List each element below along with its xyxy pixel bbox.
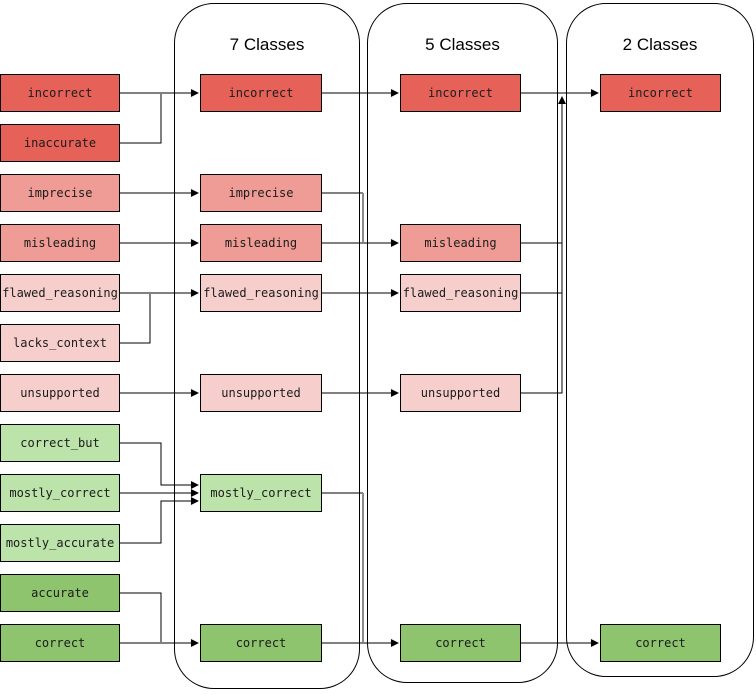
node-label: inaccurate bbox=[23, 136, 97, 150]
node-src-mostly_correct: mostly_correct bbox=[0, 474, 120, 512]
node-src-incorrect: incorrect bbox=[0, 74, 120, 112]
node-c5-incorrect: incorrect bbox=[400, 74, 521, 112]
node-label: unsupported bbox=[420, 386, 501, 400]
node-c7-incorrect: incorrect bbox=[200, 74, 322, 112]
node-label: misleading bbox=[224, 236, 298, 250]
node-label: flawed_reasoning bbox=[2, 286, 118, 300]
node-label: mostly_correct bbox=[9, 486, 111, 500]
edge-src-inaccurate--c7-incorrect bbox=[120, 94, 162, 144]
container-title-5-classes: 5 Classes bbox=[425, 35, 500, 54]
node-label: incorrect bbox=[627, 86, 694, 100]
node-c7-misleading: misleading bbox=[200, 224, 322, 262]
node-label: misleading bbox=[424, 236, 497, 250]
node-src-correct: correct bbox=[0, 624, 120, 662]
node-src-lacks_context: lacks_context bbox=[0, 324, 120, 362]
node-label: flawed_reasoning bbox=[203, 286, 319, 300]
node-src-imprecise: imprecise bbox=[0, 174, 120, 212]
node-src-correct_but: correct_but bbox=[0, 424, 120, 462]
node-label: mostly_accurate bbox=[5, 536, 115, 550]
container-2-classes: 2 Classes bbox=[566, 3, 754, 677]
node-c7-flawed_reasoning: flawed_reasoning bbox=[200, 274, 322, 312]
node-label: mostly_correct bbox=[210, 486, 312, 500]
node-c5-misleading: misleading bbox=[400, 224, 521, 262]
container-title-2-classes: 2 Classes bbox=[622, 35, 698, 54]
node-label: misleading bbox=[23, 236, 97, 250]
node-src-unsupported: unsupported bbox=[0, 374, 120, 412]
node-label: correct bbox=[435, 636, 486, 650]
node-src-accurate: accurate bbox=[0, 574, 120, 612]
node-c5-correct: correct bbox=[400, 624, 521, 662]
node-src-mostly_accurate: mostly_accurate bbox=[0, 524, 120, 562]
edge-src-accurate--c7-correct bbox=[120, 592, 162, 642]
node-c7-mostly_correct: mostly_correct bbox=[200, 474, 322, 512]
node-label: flawed_reasoning bbox=[402, 286, 519, 300]
container-7-classes: 7 Classes bbox=[174, 3, 360, 689]
node-src-inaccurate: inaccurate bbox=[0, 124, 120, 162]
node-label: correct bbox=[34, 636, 86, 650]
node-label: imprecise bbox=[27, 186, 93, 200]
node-c5-unsupported: unsupported bbox=[400, 374, 521, 412]
node-label: correct bbox=[235, 636, 287, 650]
node-label: correct_but bbox=[20, 436, 100, 450]
node-c2-incorrect: incorrect bbox=[600, 74, 721, 112]
node-c2-correct: correct bbox=[600, 624, 721, 662]
node-src-misleading: misleading bbox=[0, 224, 120, 262]
edge-src-lacks_context--c7-flawed_reasoning bbox=[120, 294, 151, 344]
node-label: correct bbox=[635, 636, 686, 650]
node-c7-unsupported: unsupported bbox=[200, 374, 322, 412]
node-c7-imprecise: imprecise bbox=[200, 174, 322, 212]
node-src-flawed_reasoning: flawed_reasoning bbox=[0, 274, 120, 312]
node-label: unsupported bbox=[221, 386, 301, 400]
node-label: incorrect bbox=[427, 86, 494, 100]
node-label: incorrect bbox=[27, 86, 93, 100]
node-label: incorrect bbox=[228, 86, 294, 100]
node-label: lacks_context bbox=[13, 336, 107, 350]
node-label: unsupported bbox=[20, 386, 100, 400]
node-label: imprecise bbox=[228, 186, 294, 200]
node-c7-correct: correct bbox=[200, 624, 322, 662]
container-title-7-classes: 7 Classes bbox=[229, 35, 305, 54]
node-label: accurate bbox=[31, 586, 89, 600]
node-c5-flawed_reasoning: flawed_reasoning bbox=[400, 274, 521, 312]
